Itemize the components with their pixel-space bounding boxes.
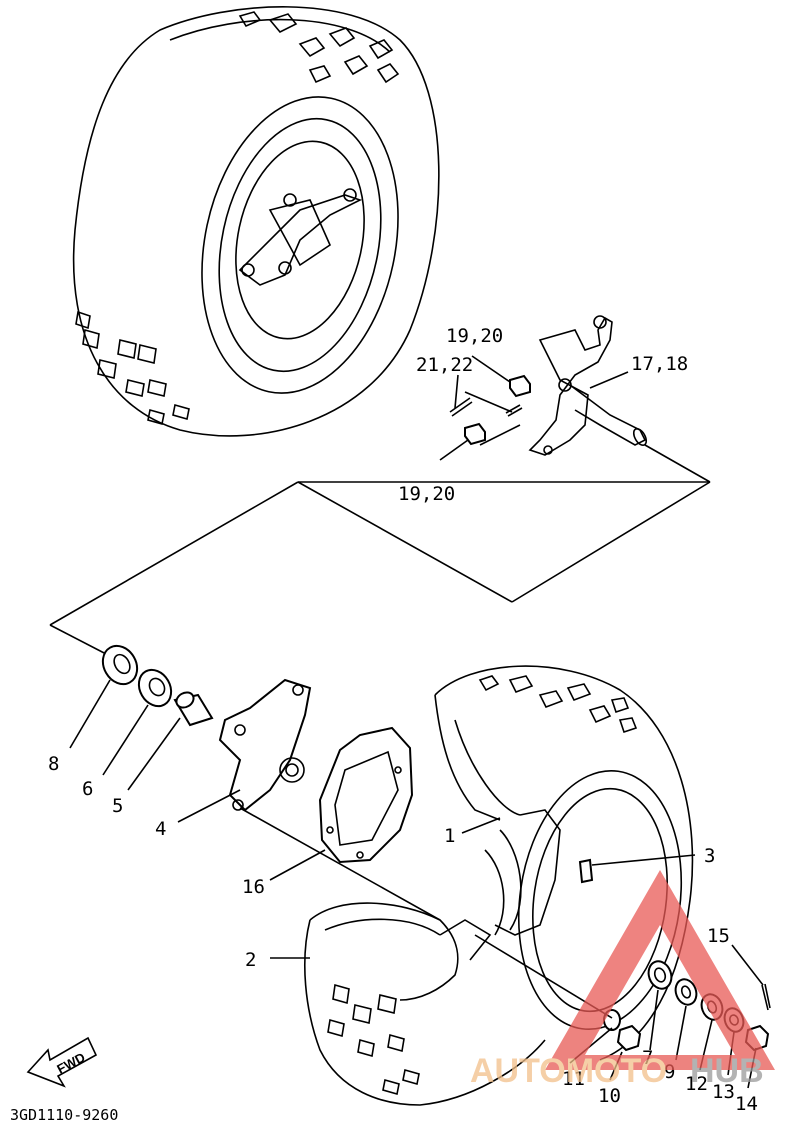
callout-14: 14: [735, 1093, 758, 1115]
oil-seal: [101, 644, 139, 686]
castle-nut-upper: [509, 374, 531, 398]
fwd-label: FWD: [54, 1049, 87, 1076]
callout-10: 10: [598, 1085, 621, 1107]
cotter-pins: [449, 397, 523, 417]
wheel-hub: [218, 678, 312, 812]
callout-6: 6: [82, 778, 93, 800]
callout-13: 13: [712, 1081, 735, 1103]
castle-nut-lower: [464, 422, 486, 446]
callout-8: 8: [48, 753, 59, 775]
assembled-wheel: [72, 6, 440, 437]
callout-labels: 19,20 21,22 17,18 19,20 8 6 5 4 1 3 16 2…: [48, 325, 758, 1115]
bearing: [137, 668, 173, 708]
steering-knuckle: [528, 315, 648, 456]
spacer: [173, 691, 214, 727]
washer-9: [674, 978, 698, 1006]
callout-1: 1: [444, 825, 455, 847]
callout-2: 2: [245, 949, 256, 971]
watermark-triangle-logo: [545, 870, 775, 1070]
exploded-guide-frame: [49, 424, 711, 656]
callout-15: 15: [707, 925, 730, 947]
callout-21-22: 21,22: [416, 354, 473, 376]
callout-3: 3: [704, 845, 715, 867]
spacer-collar: [647, 960, 673, 990]
drawing-code: 3GD1110-9260: [10, 1106, 118, 1124]
callout-16: 16: [242, 876, 265, 898]
disc-plate: [318, 726, 414, 864]
tire-inner-half: [304, 902, 546, 1106]
watermark-text-left: AUTOMOTO: [470, 1052, 667, 1090]
valve-stem: [578, 858, 594, 884]
cotter-pin-15: [761, 983, 771, 1011]
callout-19-20-lower: 19,20: [398, 483, 455, 505]
watermark: AUTOMOTO HUB: [470, 870, 775, 1090]
callout-4: 4: [155, 818, 166, 840]
callout-19-20-upper: 19,20: [446, 325, 503, 347]
watermark-text-right: HUB: [690, 1052, 764, 1090]
callout-12: 12: [685, 1073, 708, 1095]
callout-5: 5: [112, 795, 123, 817]
wheel-nut-10: [616, 1024, 642, 1052]
tire-outer-half: [434, 665, 694, 1061]
callout-9: 9: [664, 1061, 675, 1083]
forward-direction-arrow: FWD: [26, 1036, 98, 1088]
callout-17-18: 17,18: [631, 353, 688, 375]
callout-11: 11: [562, 1068, 585, 1090]
